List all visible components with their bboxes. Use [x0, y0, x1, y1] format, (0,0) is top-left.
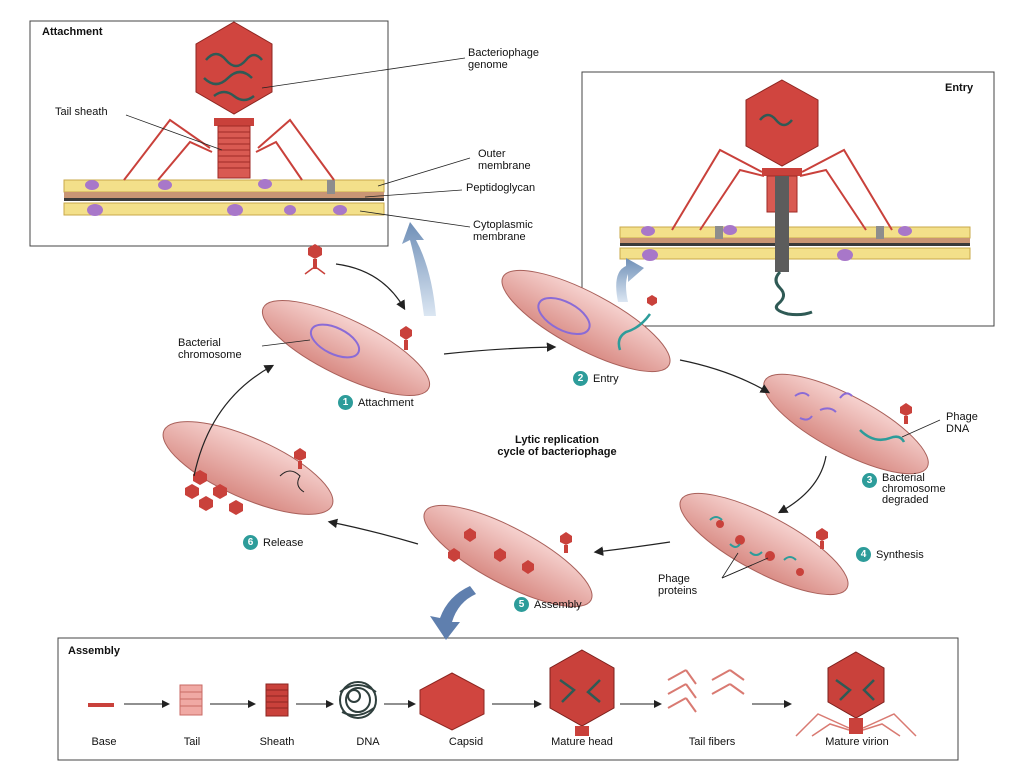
step-attachment: 1 Attachment	[338, 395, 414, 410]
cell-release	[162, 421, 334, 515]
cycle-leaders	[261, 339, 941, 438]
cell-assembly	[423, 504, 593, 608]
cell-attachment	[261, 299, 431, 397]
step-assembly: 5 Assembly	[514, 597, 582, 612]
label-cytoplasmic-membrane: Cytoplasmic membrane	[473, 219, 533, 243]
step-label: Release	[263, 536, 304, 549]
caption-tail-fibers: Tail fibers	[688, 736, 736, 748]
label-peptidoglycan: Peptidoglycan	[466, 182, 536, 194]
attachment-leaders	[125, 57, 471, 228]
entry-membrane	[619, 225, 971, 261]
label-bacterial-chromosome: Bacterial chromosome	[178, 337, 242, 361]
phage-injecting	[671, 79, 893, 317]
caption-mature-head: Mature head	[551, 736, 613, 748]
free-phage	[304, 244, 326, 275]
blue-pointer-arrows	[402, 222, 644, 640]
step-number: 2	[573, 371, 588, 386]
step-label: Assembly	[534, 598, 582, 611]
step-entry: 2 Entry	[573, 371, 619, 386]
cycle-arrows	[193, 263, 827, 556]
assembly-box-frame	[57, 637, 959, 761]
assembly-sequence	[88, 649, 917, 737]
step-label: Attachment	[358, 396, 414, 409]
label-outer-membrane: Outer membrane	[478, 148, 531, 172]
caption-mature-virion: Mature virion	[825, 736, 889, 748]
cell-entry	[501, 269, 671, 373]
caption-tail: Tail	[183, 736, 201, 748]
attachment-box-title: Attachment	[42, 26, 103, 38]
step-number: 3	[862, 473, 877, 488]
cell-synthesis	[679, 492, 849, 596]
cell-degraded	[763, 373, 929, 475]
label-phage-proteins: Phage proteins	[658, 573, 698, 597]
step-release: 6 Release	[243, 535, 303, 550]
caption-sheath: Sheath	[259, 736, 295, 748]
step-label: Synthesis	[876, 548, 924, 561]
step-number: 6	[243, 535, 258, 550]
label-tail-sheath: Tail sheath	[55, 106, 108, 118]
step-label: Bacterial chromosome degraded	[882, 472, 946, 506]
step-label: Entry	[593, 372, 619, 385]
label-phage-dna: Phage DNA	[946, 411, 978, 435]
caption-capsid: Capsid	[448, 736, 484, 748]
caption-dna: DNA	[356, 736, 380, 748]
assembly-box-title: Assembly	[68, 645, 120, 657]
step-synthesis: 4 Synthesis	[856, 547, 924, 562]
step-number: 4	[856, 547, 871, 562]
step-number: 1	[338, 395, 353, 410]
entry-box-title: Entry	[945, 82, 974, 94]
cycle-title: Lytic replication cycle of bacteriophage	[497, 434, 617, 458]
phage-attaching	[123, 21, 335, 181]
label-bacteriophage-genome: Bacteriophage genome	[468, 47, 539, 71]
step-number: 5	[514, 597, 529, 612]
caption-base: Base	[91, 736, 117, 748]
step-chromosome-degraded: 3 Bacterial chromosome degraded	[862, 473, 946, 506]
membrane-layers	[63, 179, 385, 216]
